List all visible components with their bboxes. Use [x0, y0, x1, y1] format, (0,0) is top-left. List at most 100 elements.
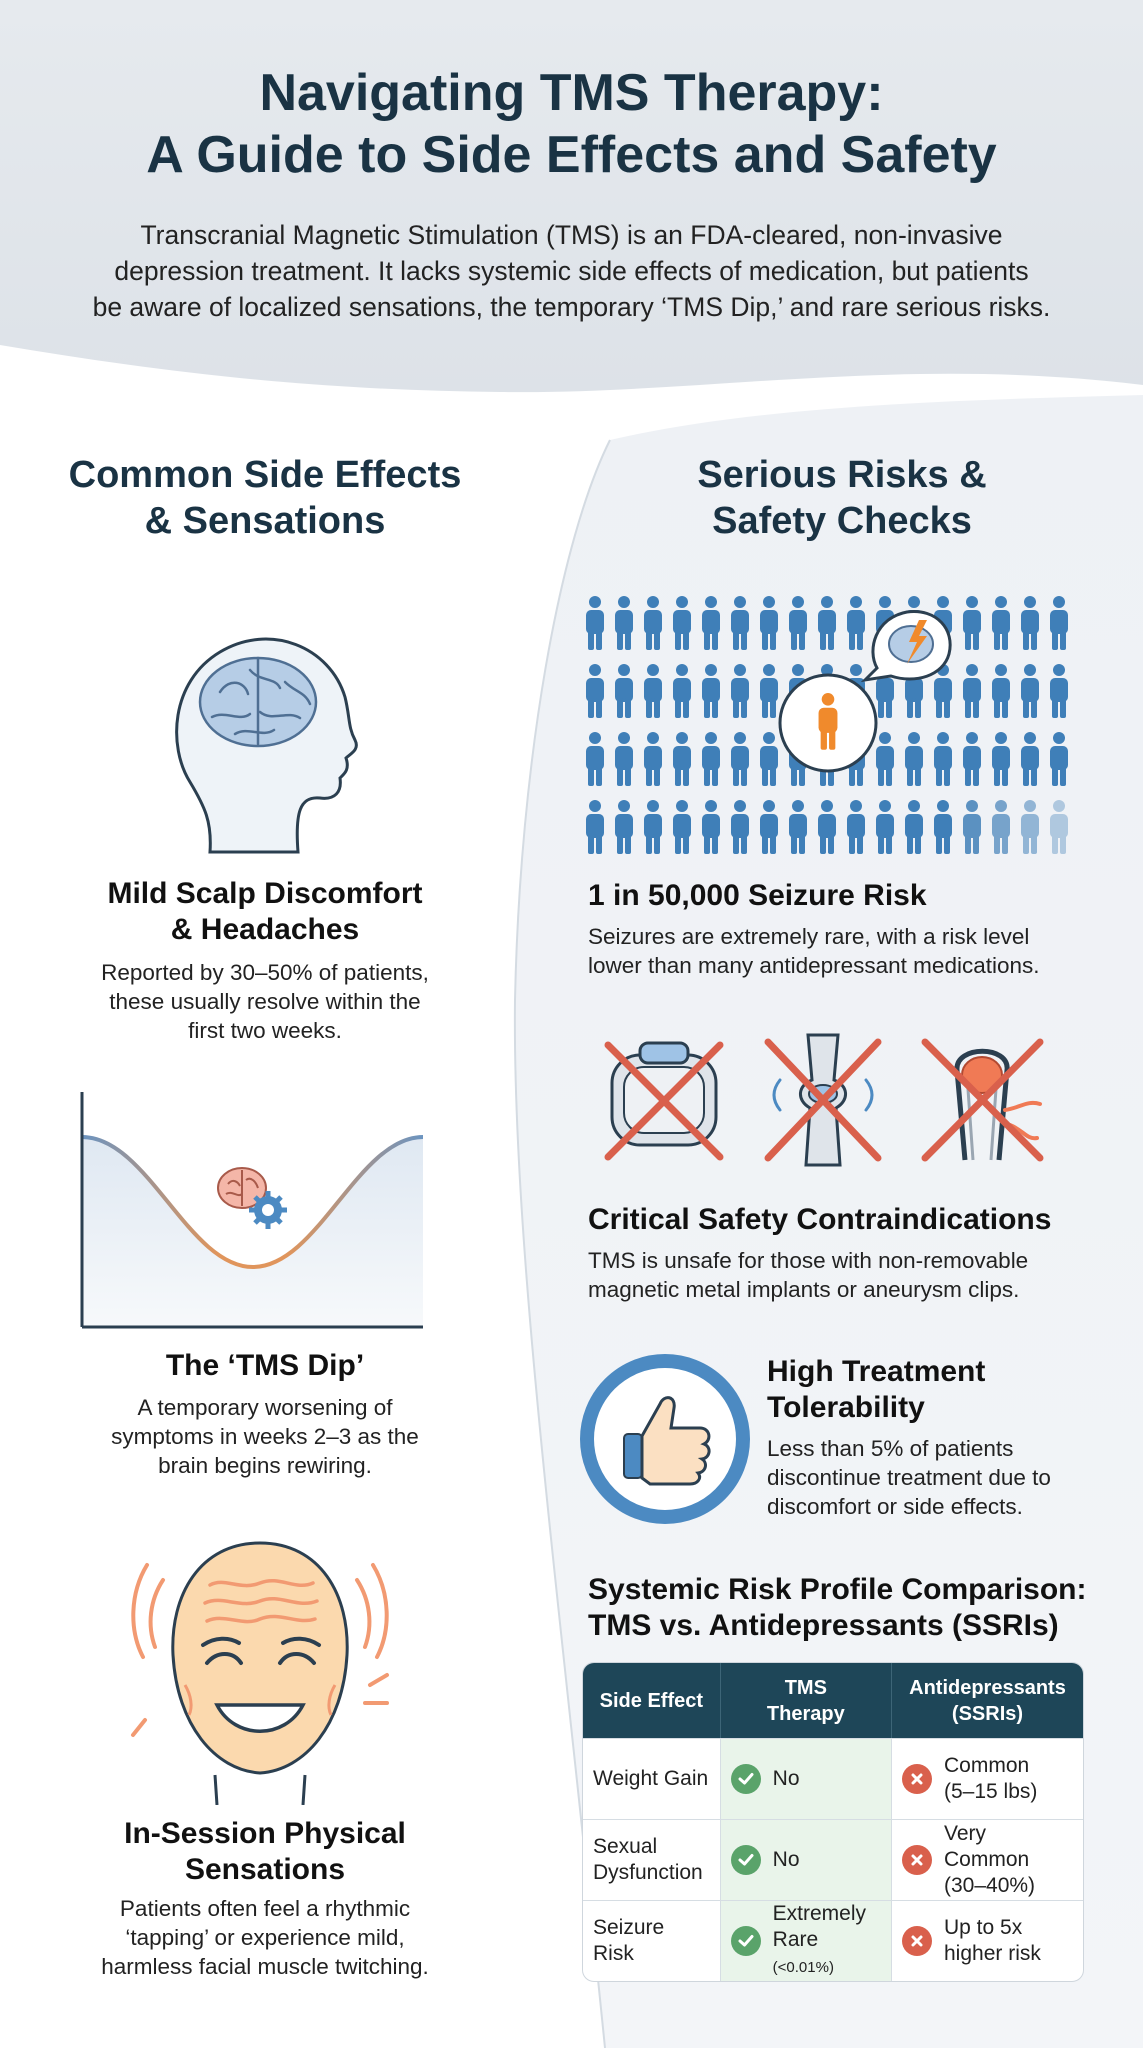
panel-divider	[513, 439, 611, 2048]
person-figure	[847, 596, 865, 650]
person-figure	[963, 664, 981, 718]
table-row: Weight Gain No Common(5–15 lbs)	[583, 1738, 1083, 1819]
physical-sensations-title: In-Session Physical Sensations	[124, 1817, 406, 1886]
person-figure	[1021, 664, 1039, 718]
seizure-risk-desc: Seizures are extremely rare, with a risk…	[588, 924, 1040, 978]
person-figure	[760, 664, 778, 718]
brain-icon	[888, 625, 934, 663]
table-row: Seizure Risk Extremely Rare (<0.01%) Up …	[583, 1900, 1083, 1981]
person-figure	[760, 800, 778, 854]
person-figure	[586, 732, 604, 786]
cross-icon	[901, 1926, 932, 1956]
lightning-icon	[907, 620, 927, 664]
effect-cell: Seizure Risk	[583, 1900, 721, 1981]
ssri-cell: Common(5–15 lbs)	[891, 1738, 1083, 1819]
person-figure	[586, 800, 604, 854]
person-figure	[731, 664, 749, 718]
header-band	[0, 0, 1143, 393]
tms-cell: No	[720, 1819, 892, 1900]
person-figure	[673, 800, 691, 854]
highlighted-person	[818, 693, 838, 750]
person-figure	[992, 800, 1010, 854]
person-figure	[905, 664, 923, 718]
comparison-table: Side Effect TMS Therapy Antidepressants …	[582, 1662, 1084, 1982]
person-figure	[1050, 732, 1068, 786]
person-figure	[1050, 800, 1068, 854]
check-icon	[730, 1845, 761, 1875]
seizure-risk-title: 1 in 50,000 Seizure Risk	[588, 879, 927, 912]
person-figure	[934, 800, 952, 854]
tms-dip-desc: A temporary worsening of symptoms in wee…	[111, 1395, 419, 1478]
right-section-heading: Serious Risks & Safety Checks	[697, 454, 987, 542]
smiling-face-icon	[131, 1541, 389, 1805]
tolerability-desc: Less than 5% of patients discontinue tre…	[767, 1436, 1051, 1519]
header-side-effect: Side Effect	[583, 1663, 721, 1738]
contraindications-desc: TMS is unsafe for those with non-removab…	[588, 1248, 1029, 1302]
tms-cell: No	[720, 1738, 892, 1819]
tolerability-title: High Treatment Tolerability	[767, 1355, 986, 1424]
dip-curve-icon	[80, 1092, 424, 1329]
header-tms: TMS Therapy	[720, 1663, 892, 1738]
person-figure	[615, 732, 633, 786]
person-figure	[847, 800, 865, 854]
person-figure	[731, 800, 749, 854]
tms-seizure-note: (<0.01%)	[772, 1959, 834, 1976]
header-ssri: Antidepressants (SSRIs)	[891, 1663, 1083, 1738]
person-figure	[615, 800, 633, 854]
effect-cell: Weight Gain	[583, 1738, 721, 1819]
person-figure	[905, 732, 923, 786]
head-brain-icon	[175, 637, 358, 854]
check-icon	[730, 1926, 761, 1956]
comparison-title: Systemic Risk Profile Comparison: TMS vs…	[588, 1573, 1087, 1642]
person-figure	[963, 732, 981, 786]
left-section-heading: Common Side Effects & Sensations	[68, 454, 462, 542]
person-figure	[934, 664, 952, 718]
person-figure	[731, 596, 749, 650]
thumbs-up-icon	[580, 1354, 750, 1524]
person-figure	[876, 800, 894, 854]
person-figure	[1021, 732, 1039, 786]
crossed-aneurysm-clip-icon	[921, 1038, 1044, 1162]
table-header-row: Side Effect TMS Therapy Antidepressants …	[583, 1663, 1083, 1738]
person-figure	[963, 596, 981, 650]
cross-icon	[901, 1764, 932, 1794]
people-grid-icon	[586, 596, 1068, 854]
person-figure	[673, 664, 691, 718]
person-figure	[905, 800, 923, 854]
person-figure	[818, 596, 836, 650]
person-figure	[731, 732, 749, 786]
person-figure	[876, 732, 894, 786]
person-figure	[644, 596, 662, 650]
intro-text: Transcranial Magnetic Stimulation (TMS) …	[92, 220, 1051, 322]
tms-cell: Extremely Rare (<0.01%)	[720, 1900, 892, 1981]
person-figure	[644, 664, 662, 718]
person-figure	[702, 664, 720, 718]
person-figure	[586, 664, 604, 718]
person-figure	[673, 732, 691, 786]
person-figure	[702, 596, 720, 650]
person-figure	[760, 596, 778, 650]
person-figure	[586, 596, 604, 650]
person-figure	[702, 732, 720, 786]
person-figure	[1021, 800, 1039, 854]
person-figure	[615, 596, 633, 650]
check-icon	[730, 1764, 761, 1794]
page-title: Navigating TMS Therapy: A Guide to Side …	[146, 64, 997, 184]
person-figure	[673, 596, 691, 650]
ssri-cell: Very Common(30–40%)	[891, 1819, 1083, 1900]
right-panel-band	[514, 395, 1143, 2048]
effect-cell: Sexual Dysfunction	[583, 1819, 721, 1900]
contraindications-title: Critical Safety Contraindications	[588, 1203, 1052, 1236]
person-figure	[644, 732, 662, 786]
person-figure	[818, 800, 836, 854]
person-figure	[992, 732, 1010, 786]
person-figure	[963, 800, 981, 854]
person-figure	[789, 800, 807, 854]
person-figure	[992, 596, 1010, 650]
crossed-knee-implant-icon	[764, 1033, 882, 1167]
person-figure	[1050, 664, 1068, 718]
scalp-discomfort-title: Mild Scalp Discomfort & Headaches	[107, 877, 423, 946]
person-figure	[1050, 596, 1068, 650]
scalp-discomfort-desc: Reported by 30–50% of patients, these us…	[101, 960, 429, 1043]
